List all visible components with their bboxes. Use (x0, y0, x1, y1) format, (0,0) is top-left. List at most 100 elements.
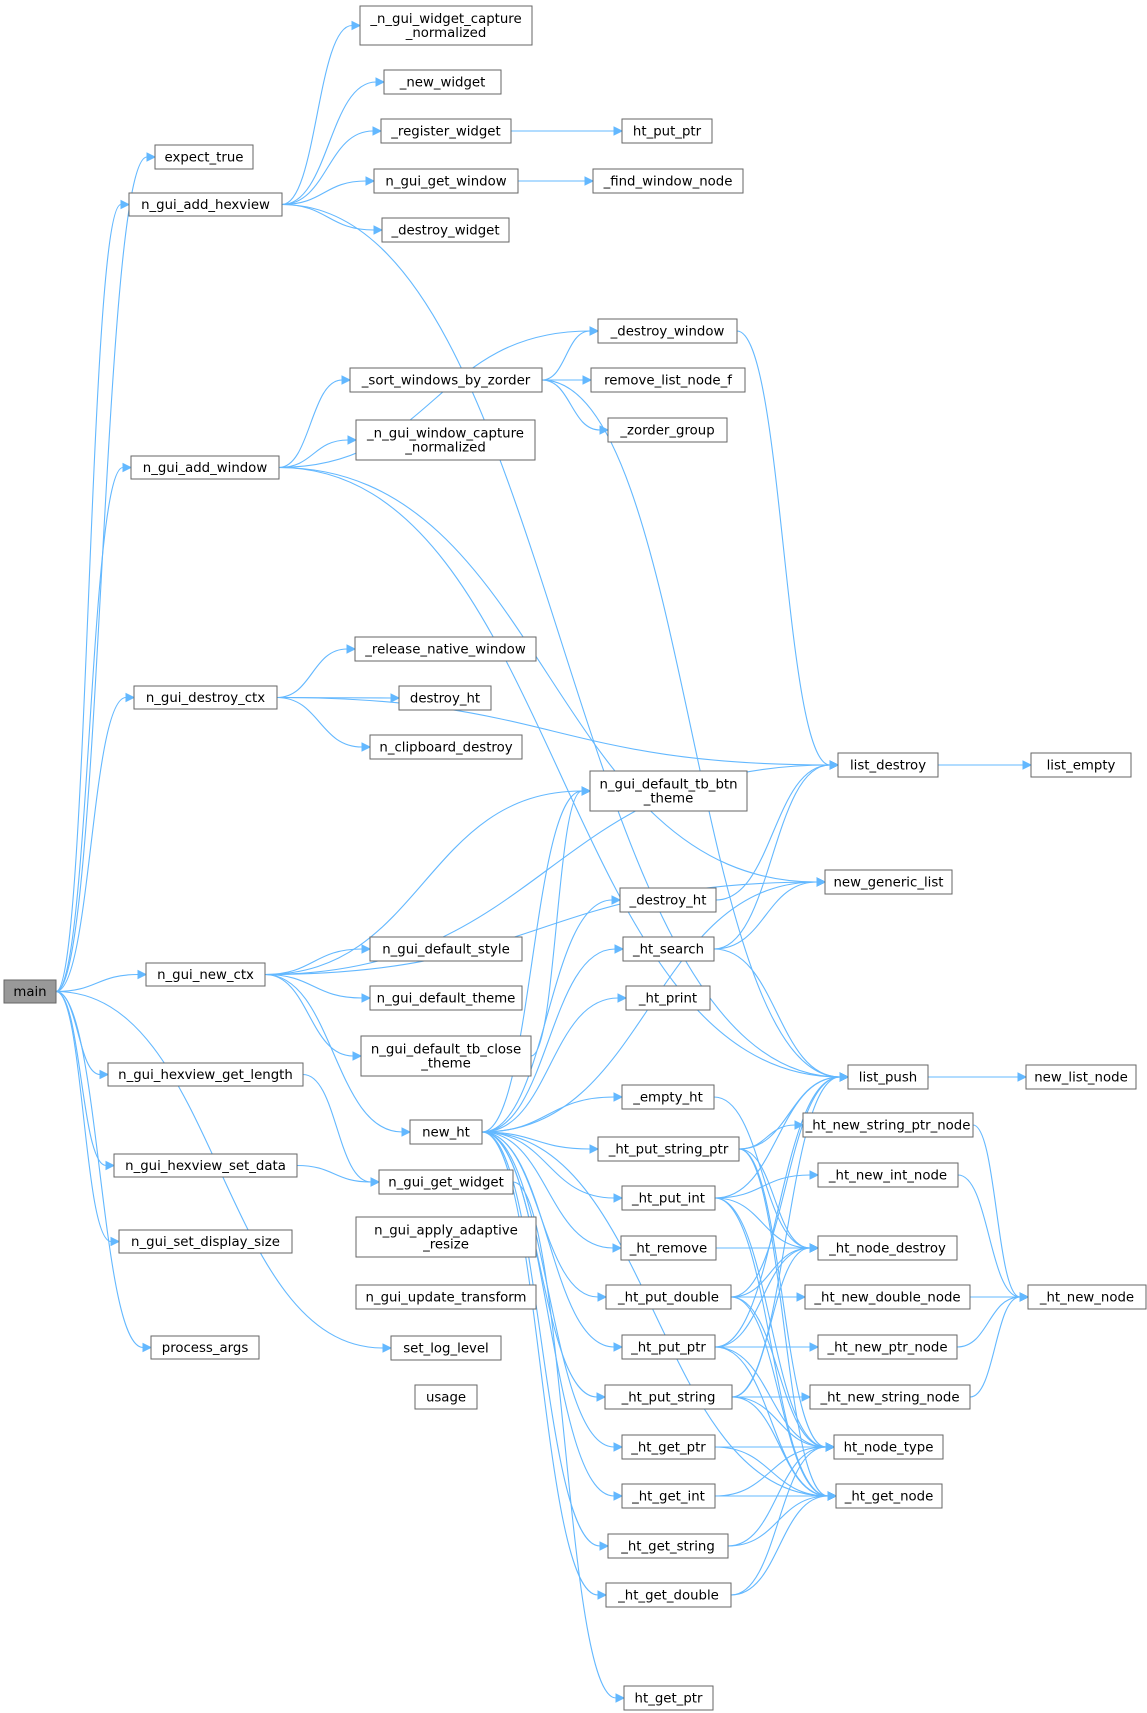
node-destroy-window[interactable]: _destroy_window (597, 318, 738, 344)
node-ht-new-ptr-node[interactable]: _ht_new_ptr_node (817, 1334, 958, 1360)
node-label: process_args (162, 1341, 249, 1356)
node-ht-put-int[interactable]: _ht_put_int (621, 1185, 716, 1211)
edge-arrowhead (1017, 1072, 1028, 1082)
node-n-gui-get-widget[interactable]: n_gui_get_widget (378, 1169, 514, 1195)
node-n-gui-default-theme[interactable]: n_gui_default_theme (369, 985, 523, 1011)
node-n-gui-apply-adaptive-resize[interactable]: n_gui_apply_adaptive_resize (355, 1216, 537, 1258)
node-box (409, 1119, 483, 1145)
node-box (837, 752, 939, 778)
node-usage[interactable]: usage (414, 1384, 478, 1410)
node-destroy-widget[interactable]: _destroy_widget (381, 217, 510, 243)
node-label: n_gui_hexview_set_data (125, 1159, 286, 1174)
node-box (373, 168, 519, 194)
node-empty-ht[interactable]: _empty_ht (621, 1084, 715, 1110)
node-n-gui-hexview-get-length[interactable]: n_gui_hexview_get_length (107, 1062, 304, 1087)
node-box (621, 1483, 716, 1509)
node--destroy-ht[interactable]: _destroy_ht (619, 887, 717, 913)
node-label: destroy_ht (410, 692, 480, 707)
node-label: _ht_new_double_node (813, 1291, 960, 1306)
node-ht-print[interactable]: _ht_print (625, 985, 711, 1011)
node-ht-put-string-ptr[interactable]: _ht_put_string_ptr (597, 1136, 740, 1162)
node-n-gui-widget-capture-normalized[interactable]: _n_gui_widget_capture_normalized (359, 5, 533, 46)
node-ht-get-node[interactable]: _ht_get_node (835, 1483, 943, 1509)
edge-arrowhead (365, 176, 376, 186)
node-ht-get-double[interactable]: _ht_get_double (605, 1582, 732, 1608)
node-box (1025, 1064, 1137, 1090)
node-box (107, 1062, 304, 1087)
edge-arrowhead (370, 1177, 381, 1187)
node-ht-get-string[interactable]: _ht_get_string (607, 1533, 729, 1559)
edge-n_gui_new_ctx-to-n_gui_default_tb_close_theme (264, 973, 363, 1061)
edge-main-to-n_gui_hexview_set_data (55, 990, 116, 1171)
edge-arrowhead (809, 1342, 820, 1352)
node-n-gui-add-hexview[interactable]: n_gui_add_hexview (128, 192, 283, 217)
node-new-widget[interactable]: _new_widget (383, 69, 502, 95)
node-ht-put-ptr-priv[interactable]: _ht_put_ptr (621, 1334, 716, 1360)
node-ht-new-string-node[interactable]: _ht_new_string_node (809, 1384, 971, 1410)
node-ht-put-double[interactable]: _ht_put_double (605, 1284, 732, 1310)
node-label: _ht_new_int_node (828, 1169, 947, 1184)
node-n-gui-set-display-size[interactable]: n_gui_set_display_size (118, 1229, 293, 1254)
node-register-widget[interactable]: _register_widget (380, 118, 512, 144)
node-label: _ht_node_destroy (828, 1242, 946, 1257)
node-n-gui-update-transform[interactable]: n_gui_update_transform (355, 1284, 537, 1310)
node-box (817, 1334, 958, 1360)
node-expect-true[interactable]: expect_true (154, 144, 254, 170)
node-ht-remove[interactable]: _ht_remove (620, 1235, 717, 1261)
node-main[interactable]: main (3, 979, 57, 1004)
node-ht-new-int-node[interactable]: _ht_new_int_node (817, 1162, 959, 1188)
node-sort-windows-by-zorder[interactable]: _sort_windows_by_zorder (349, 367, 543, 393)
edge-arrowhead (347, 435, 358, 445)
node-list-empty[interactable]: list_empty (1030, 752, 1132, 778)
node-set-log-level[interactable]: set_log_level (390, 1335, 502, 1361)
node-n-gui-window-capture-normalized[interactable]: _n_gui_window_capture_normalized (355, 419, 536, 461)
node-n-clipboard-destroy[interactable]: n_clipboard_destroy (369, 734, 523, 760)
edge-arrowhead (617, 993, 628, 1003)
node-label: n_gui_destroy_ctx (146, 691, 265, 706)
node-ht-node-type[interactable]: ht_node_type (833, 1434, 944, 1460)
node-ht-get-int[interactable]: _ht_get_int (621, 1483, 716, 1509)
node-box (381, 217, 510, 243)
node-ht-new-node[interactable]: _ht_new_node (1027, 1284, 1147, 1310)
node-n-gui-default-tb-btn-theme[interactable]: n_gui_default_tb_btn_theme (589, 770, 748, 812)
node-ht-put-ptr[interactable]: ht_put_ptr (621, 118, 713, 144)
node-label: main (13, 985, 46, 1000)
node-ht-new-string-ptr-node[interactable]: _ht_new_string_ptr_node (802, 1112, 974, 1138)
node-label: _zorder_group (619, 424, 714, 439)
node-ht-node-destroy[interactable]: _ht_node_destroy (817, 1235, 958, 1261)
node-n-gui-default-style[interactable]: n_gui_default_style (369, 936, 523, 962)
node-remove-list-node-f[interactable]: remove_list_node_f (590, 367, 746, 393)
node-zorder-group[interactable]: _zorder_group (607, 417, 728, 443)
node-new-ht[interactable]: new_ht (409, 1119, 483, 1145)
node-new-list-node[interactable]: new_list_node (1025, 1064, 1137, 1090)
node-find-window-node[interactable]: _find_window_node (592, 168, 744, 194)
edge-arrowhead (401, 1127, 412, 1137)
node-ht-get-ptr-priv[interactable]: _ht_get_ptr (621, 1434, 716, 1460)
node-n-gui-hexview-set-data[interactable]: n_gui_hexview_set_data (113, 1153, 298, 1178)
edge-arrowhead (599, 1541, 610, 1551)
node-box (354, 636, 537, 662)
node-ht-get-ptr[interactable]: ht_get_ptr (623, 1685, 714, 1711)
node-n-gui-add-window[interactable]: n_gui_add_window (130, 455, 280, 480)
node-release-native-window[interactable]: _release_native_window (354, 636, 537, 662)
node-list-destroy[interactable]: list_destroy (837, 752, 939, 778)
node-new-generic-list[interactable]: new_generic_list (824, 869, 953, 895)
node-n-gui-get-window[interactable]: n_gui_get_window (373, 168, 519, 194)
edge-ht_new_int_node-to-ht_new_node (957, 1174, 1030, 1302)
node-ht-put-string[interactable]: _ht_put_string (604, 1384, 733, 1410)
node-destroy-ht[interactable]: destroy_ht (398, 685, 492, 711)
edge-arrowhead (373, 225, 384, 235)
node-box (835, 1483, 943, 1509)
node-n-gui-destroy-ctx[interactable]: n_gui_destroy_ctx (133, 685, 278, 710)
node-box (607, 1533, 729, 1559)
edge-ht_new_string_node-to-ht_new_node (969, 1292, 1030, 1398)
edge-destroy_window-to-list_destroy (736, 330, 840, 770)
node-n-gui-new-ctx[interactable]: n_gui_new_ctx (145, 962, 266, 987)
node-process-args[interactable]: process_args (150, 1335, 260, 1360)
node-box (414, 1384, 478, 1410)
node-ht-new-double-node[interactable]: _ht_new_double_node (804, 1284, 971, 1310)
node-list-push[interactable]: list_push (847, 1064, 929, 1090)
node-ht-search[interactable]: _ht_search (622, 936, 715, 962)
node-n-gui-default-tb-close-theme[interactable]: n_gui_default_tb_close_theme (360, 1035, 532, 1077)
